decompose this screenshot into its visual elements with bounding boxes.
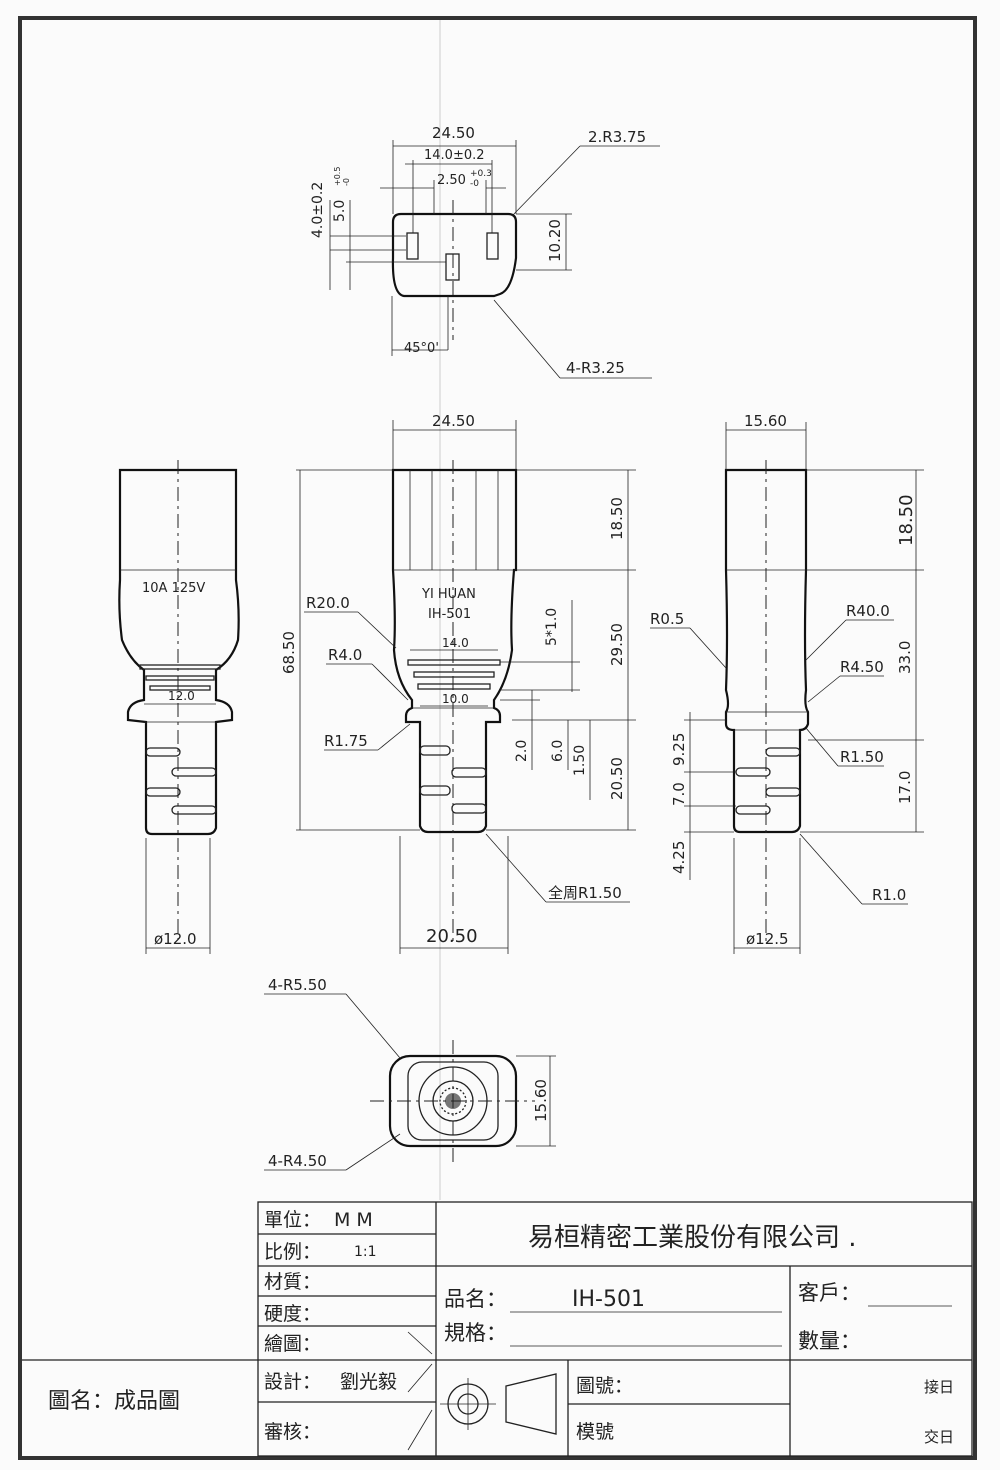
top-radius-top: 2.R3.75 xyxy=(588,128,646,146)
front-dim-upper-rib: 14.0 xyxy=(442,636,469,650)
side-dim-925: 9.25 xyxy=(670,733,688,766)
bottom-dim-height: 15.60 xyxy=(532,1079,550,1122)
spec-label: 規格： xyxy=(444,1321,507,1345)
front-r-small: R1.75 xyxy=(324,732,368,750)
mold-no-label: 模號 xyxy=(576,1421,614,1443)
review-label: 審核： xyxy=(264,1421,321,1443)
top-dim-left-a: 4.0±0.2 xyxy=(310,182,326,238)
front-model: IH-501 xyxy=(428,607,471,622)
front-dim-v1: 2.0 xyxy=(514,740,530,762)
customer-label: 客戶： xyxy=(798,1281,861,1305)
product-label: 品名： xyxy=(444,1287,507,1311)
company-name: 易桓精密工業股份有限公司 . xyxy=(528,1223,857,1253)
deliver-label: 交日 xyxy=(924,1428,954,1446)
top-dim-left-b-tol-up: +0.5 xyxy=(333,167,342,186)
side-dim-dia: ø12.5 xyxy=(746,930,789,948)
side-dim-mid: 33.0 xyxy=(896,641,914,674)
bottom-view: 15.60 4-R5.50 4-R4.50 xyxy=(264,976,556,1171)
front-dim-base: 20.50 xyxy=(426,926,478,947)
quantity-label: 數量： xyxy=(798,1329,861,1353)
top-dim-height: 10.20 xyxy=(546,219,564,262)
top-dim-slot-tol-dn: -0 xyxy=(470,179,479,189)
left-rating: 10A 125V xyxy=(142,581,205,596)
top-radius-bottom: 4-R3.25 xyxy=(566,359,625,377)
side-dim-top: 18.50 xyxy=(896,494,917,546)
front-radius-all: 全周R1.50 xyxy=(548,884,622,902)
title-block: 單位： M M 比例： 1:1 材質： 硬度： 繪圖： 設計： 劉光毅 審核： … xyxy=(22,1201,973,1457)
unit-label: 單位： xyxy=(264,1209,321,1231)
top-view: 24.50 14.0±0.2 2.50 +0.3 -0 2.R3.75 4-R3… xyxy=(310,124,660,379)
scale-value: 1:1 xyxy=(354,1244,377,1260)
scale-label: 比例： xyxy=(264,1241,321,1263)
front-r-mid: R4.0 xyxy=(328,646,362,664)
side-r-c: R4.50 xyxy=(840,658,884,676)
side-r-a: R0.5 xyxy=(650,610,684,628)
drawing-no-label: 圖號： xyxy=(576,1375,633,1397)
front-dim-width: 24.50 xyxy=(432,412,475,430)
left-view: 10A 125V 12.0 ø12.0 xyxy=(118,460,240,954)
sheet-border xyxy=(18,16,977,1460)
side-dim-bottom: 17.0 xyxy=(896,771,914,804)
top-dim-slot-tol-up: +0.3 xyxy=(470,169,492,179)
top-dim-inner: 14.0±0.2 xyxy=(424,148,485,163)
front-dim-mid: 29.50 xyxy=(608,623,626,666)
side-dim-70: 7.0 xyxy=(670,782,688,806)
front-dim-total: 68.50 xyxy=(280,631,298,674)
drawing-name: 圖名：成品圖 xyxy=(48,1389,180,1414)
top-dim-slot: 2.50 xyxy=(437,173,466,188)
top-dim-width: 24.50 xyxy=(432,124,475,142)
front-view: YI HUAN IH-501 24.50 14.0 10.0 20.50 68.… xyxy=(280,412,636,954)
material-label: 材質： xyxy=(264,1271,321,1293)
unit-value: M M xyxy=(334,1209,373,1231)
receive-label: 接日 xyxy=(924,1378,954,1396)
side-r-b: R40.0 xyxy=(846,602,890,620)
left-dim-dia: ø12.0 xyxy=(154,930,197,948)
front-dim-lower-rib: 10.0 xyxy=(442,692,469,706)
front-r-large: R20.0 xyxy=(306,594,350,612)
side-r-d: R1.50 xyxy=(840,748,884,766)
design-value: 劉光毅 xyxy=(340,1371,397,1393)
front-brand: YI HUAN xyxy=(421,587,476,602)
drawing-label: 繪圖： xyxy=(264,1333,321,1355)
top-dim-left-b-tol-dn: -0 xyxy=(342,178,351,186)
product-value: IH-501 xyxy=(572,1287,645,1312)
front-dim-top: 18.50 xyxy=(608,497,626,540)
bottom-r-outer: 4-R5.50 xyxy=(268,976,327,994)
front-dim-v3: 1.50 xyxy=(572,745,588,776)
side-r-e: R1.0 xyxy=(872,886,906,904)
left-dim-inner: 12.0 xyxy=(168,689,195,703)
side-view: 15.60 18.50 33.0 17.0 9.25 7.0 4.25 R0.5… xyxy=(650,412,924,954)
bottom-r-inner: 4-R4.50 xyxy=(268,1152,327,1170)
design-label: 設計： xyxy=(264,1371,321,1393)
front-dim-v2: 6.0 xyxy=(550,740,566,762)
side-dim-width: 15.60 xyxy=(744,412,787,430)
front-dim-bottom: 20.50 xyxy=(608,757,626,800)
side-dim-425: 4.25 xyxy=(670,841,688,874)
front-dim-rib: 5*1.0 xyxy=(544,608,560,646)
top-dim-left-b: 5.0 xyxy=(332,200,348,222)
top-angle: 45°0' xyxy=(404,341,439,356)
hardness-label: 硬度： xyxy=(264,1303,321,1325)
